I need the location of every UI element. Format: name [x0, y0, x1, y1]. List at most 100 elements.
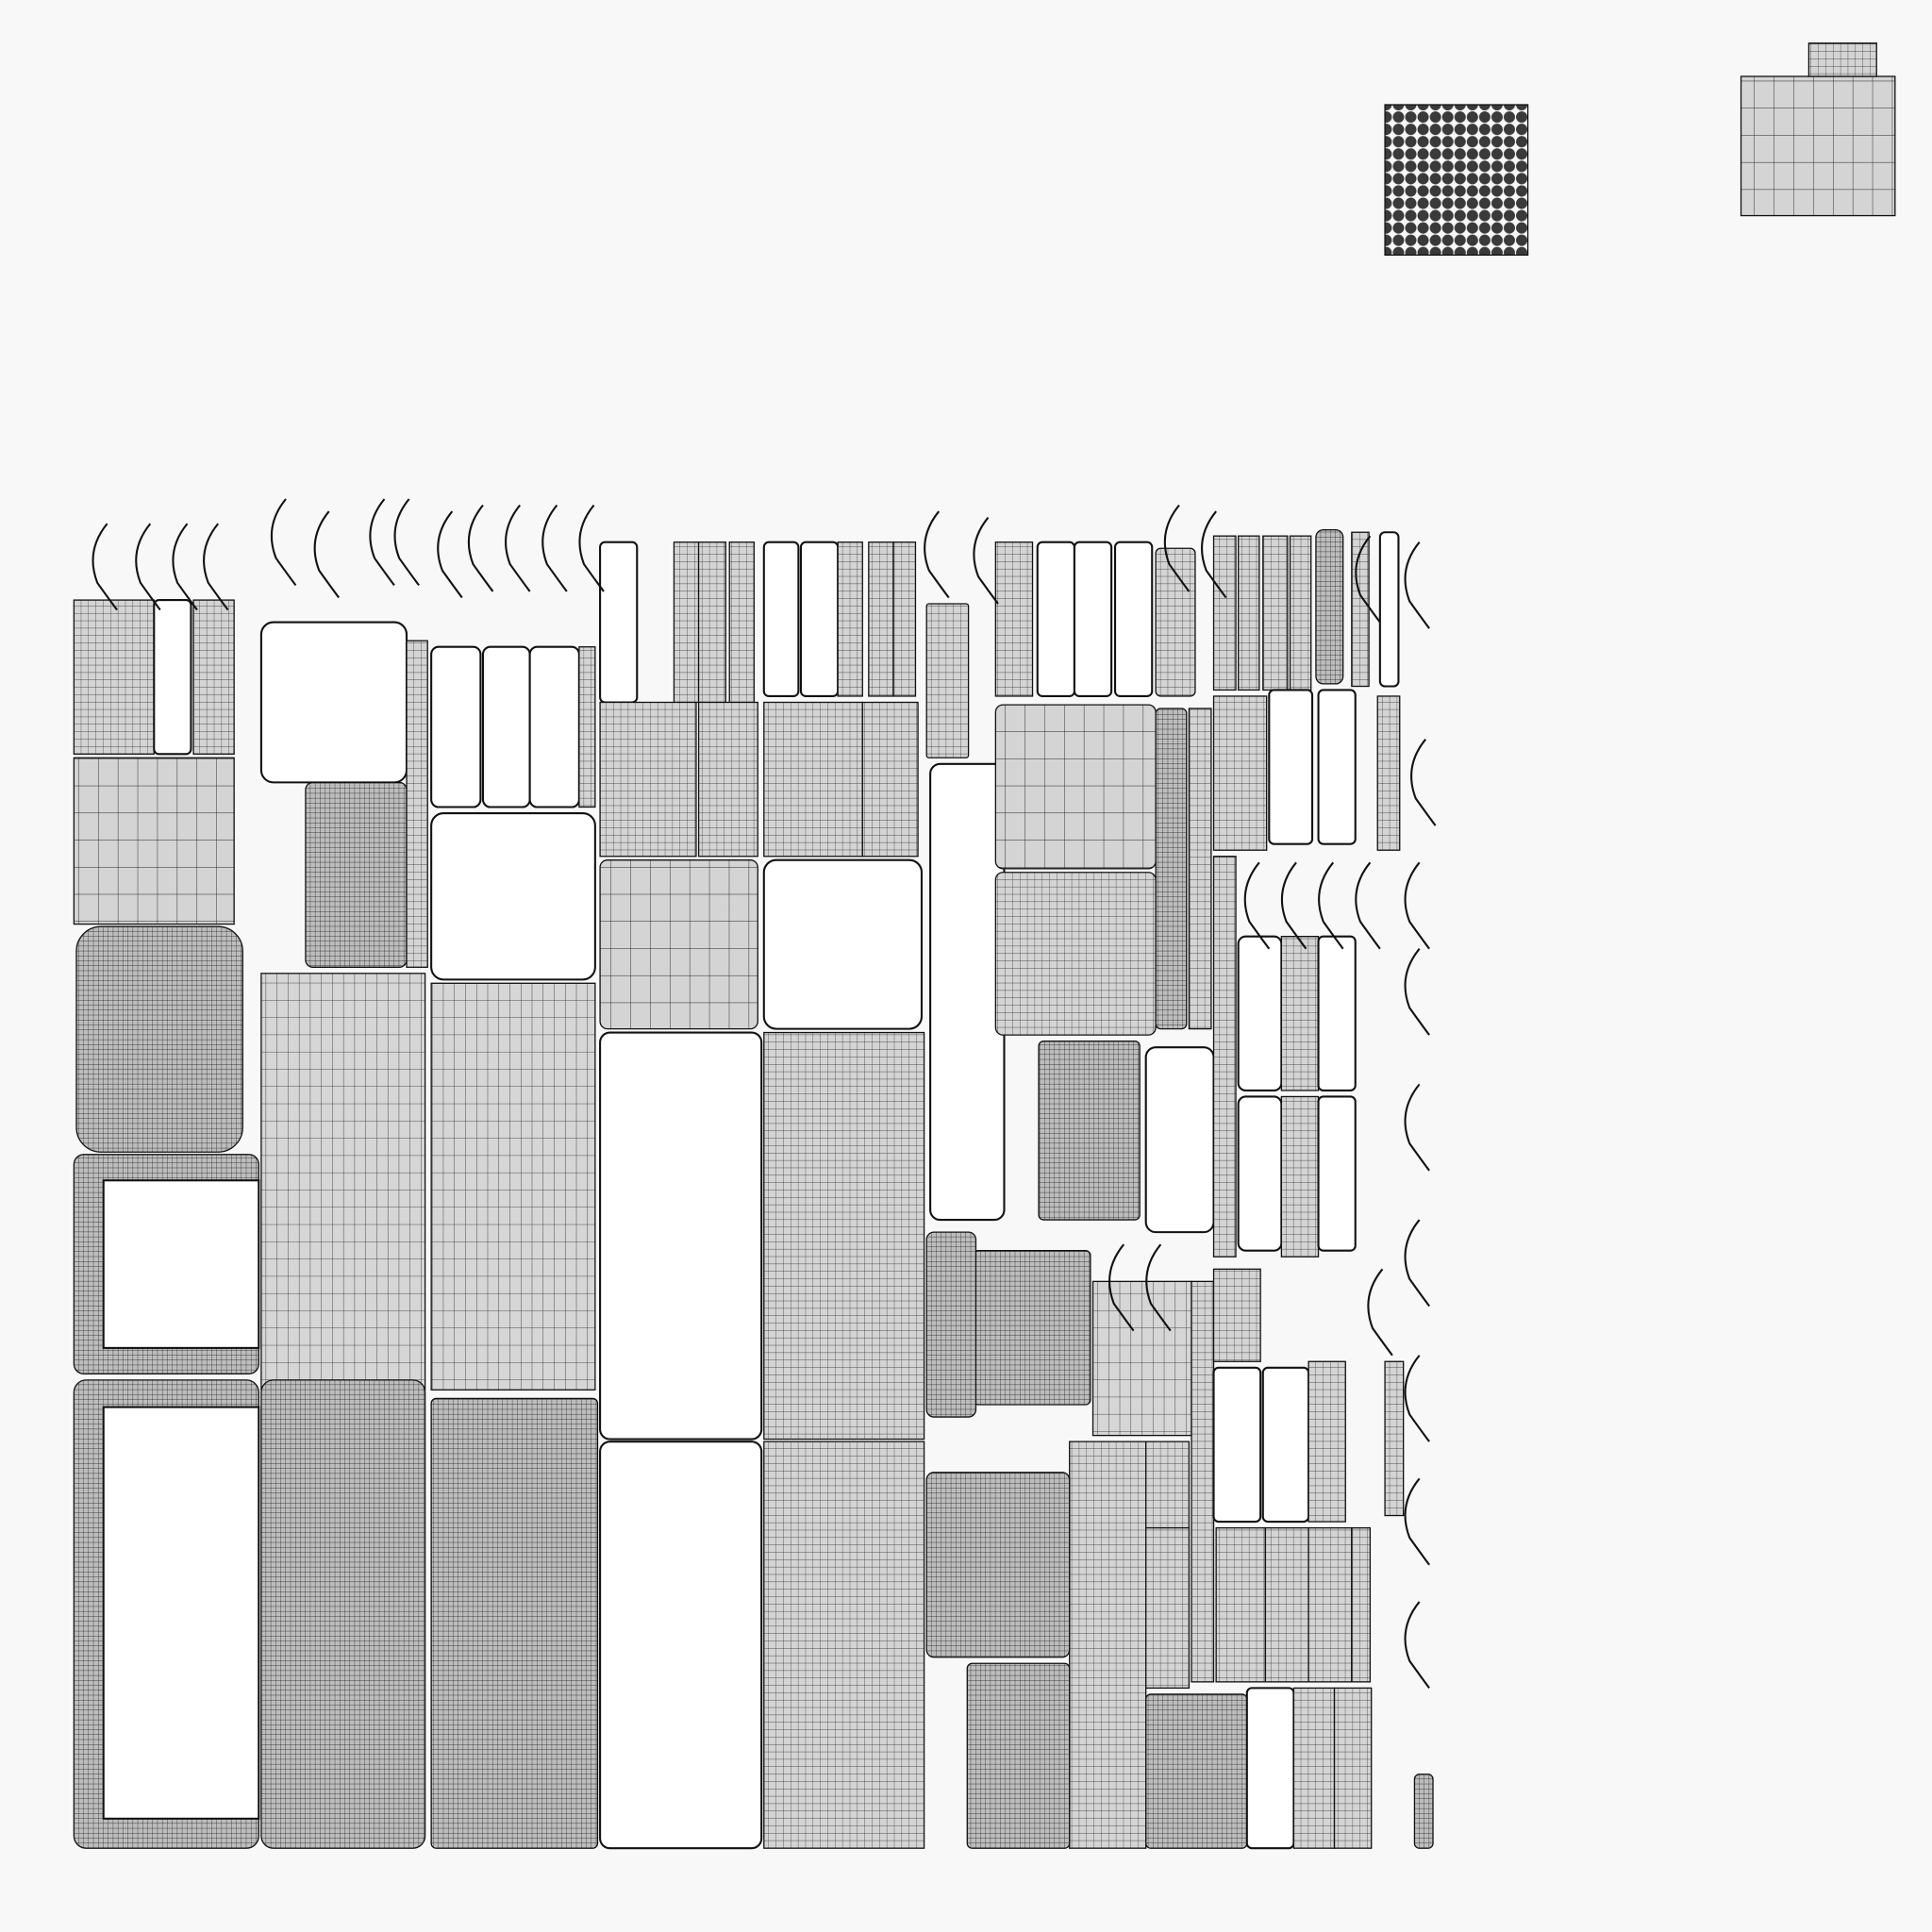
uv-island: [1333, 1687, 1373, 1849]
uv-seam-strip: [437, 510, 463, 599]
uv-island: [697, 541, 726, 704]
uv-seam-strip: [1404, 861, 1430, 950]
uv-island: [1245, 1687, 1295, 1850]
uv-island: [260, 1379, 426, 1849]
uv-seam-strip: [1404, 1601, 1430, 1690]
uv-seam-strip: [1280, 861, 1307, 950]
uv-island: [925, 603, 970, 758]
uv-island: [102, 1179, 260, 1349]
uv-island: [75, 925, 243, 1153]
uv-island: [528, 645, 580, 808]
uv-island: [1268, 689, 1314, 845]
uv-island: [1237, 1095, 1283, 1252]
uv-island: [305, 781, 408, 968]
uv-island: [929, 762, 1006, 1222]
uv-island: [763, 701, 863, 858]
uv-seam-strip: [1404, 948, 1430, 1036]
uv-island: [1215, 1526, 1267, 1683]
uv-island: [1740, 75, 1896, 217]
uv-island: [430, 982, 596, 1391]
uv-island: [1237, 535, 1260, 691]
uv-island: [1073, 541, 1113, 698]
uv-island: [966, 1662, 1071, 1849]
uv-island: [578, 646, 596, 808]
uv-island: [994, 541, 1034, 697]
uv-island: [1038, 1041, 1141, 1221]
uv-island: [1307, 1526, 1353, 1683]
uv-island: [1036, 541, 1075, 698]
uv-seam-strip: [92, 523, 118, 611]
uv-island: [762, 541, 800, 698]
uv-seam-strip: [1108, 1243, 1135, 1332]
uv-seam-strip: [1404, 1477, 1430, 1566]
uv-seam-strip: [172, 523, 198, 611]
uv-seam-strip: [924, 510, 950, 599]
uv-seam-strip: [1367, 1268, 1393, 1357]
uv-island: [1212, 695, 1268, 851]
uv-island: [925, 1472, 1071, 1658]
uv-island: [1264, 1526, 1309, 1683]
uv-seam-strip: [1163, 504, 1191, 592]
uv-seam-strip: [1243, 861, 1271, 950]
uv-island: [1317, 689, 1357, 845]
uv-island: [799, 541, 840, 698]
uv-island: [1376, 695, 1401, 851]
uv-island: [1317, 935, 1357, 1091]
uv-seam-strip: [505, 504, 531, 592]
uv-seam-strip: [973, 516, 999, 605]
uv-seam-strip: [1145, 1243, 1172, 1332]
uv-seam-strip: [1404, 541, 1430, 629]
uv-island: [861, 701, 919, 858]
uv-island: [192, 599, 235, 755]
uv-island: [925, 1231, 977, 1418]
uv-seam-strip: [313, 510, 341, 599]
uv-island: [1351, 1526, 1372, 1683]
uv-island: [1351, 531, 1370, 688]
uv-island: [994, 872, 1157, 1036]
uv-island: [673, 541, 700, 704]
uv-island: [153, 599, 192, 756]
uv-island: [599, 1441, 763, 1850]
uv-island: [1280, 936, 1320, 1091]
uv-island: [1145, 1693, 1248, 1849]
uv-island: [599, 1031, 763, 1441]
uv-seam-strip: [1318, 861, 1344, 950]
uv-island: [868, 541, 894, 697]
uv-island: [1212, 1268, 1261, 1362]
uv-seam-strip: [270, 498, 297, 587]
uv-island: [1384, 104, 1529, 257]
uv-island: [1317, 1095, 1357, 1252]
uv-seam-strip: [203, 523, 229, 611]
uv-island: [837, 541, 863, 697]
uv-island: [1315, 528, 1344, 685]
uv-island: [1280, 1095, 1320, 1257]
uv-seam-strip: [393, 498, 420, 587]
uv-island: [599, 701, 697, 858]
uv-island: [1212, 1366, 1262, 1524]
uv-island: [430, 1397, 599, 1849]
uv-island: [406, 640, 428, 968]
uv-seam-strip: [1410, 739, 1437, 826]
uv-seam-strip: [369, 498, 395, 587]
uv-island: [1188, 708, 1212, 1030]
uv-island: [762, 858, 924, 1030]
uv-island: [1237, 935, 1283, 1091]
uv-island: [430, 645, 482, 808]
uv-island: [1155, 547, 1196, 697]
uv-island: [973, 1250, 1091, 1406]
uv-island: [1807, 42, 1877, 77]
uv-island: [259, 621, 408, 784]
uv-seam-strip: [541, 504, 568, 592]
uv-seam-strip: [1355, 535, 1381, 624]
uv-island: [1307, 1360, 1346, 1523]
uv-seam-strip: [467, 504, 494, 592]
uv-island: [994, 704, 1157, 870]
uv-island: [599, 541, 639, 704]
uv-island: [892, 541, 917, 697]
uv-island: [1155, 708, 1188, 1030]
uv-island: [1413, 1774, 1434, 1849]
uv-island: [1069, 1441, 1147, 1849]
uv-island: [102, 1406, 260, 1820]
uv-seam-strip: [1355, 861, 1381, 950]
